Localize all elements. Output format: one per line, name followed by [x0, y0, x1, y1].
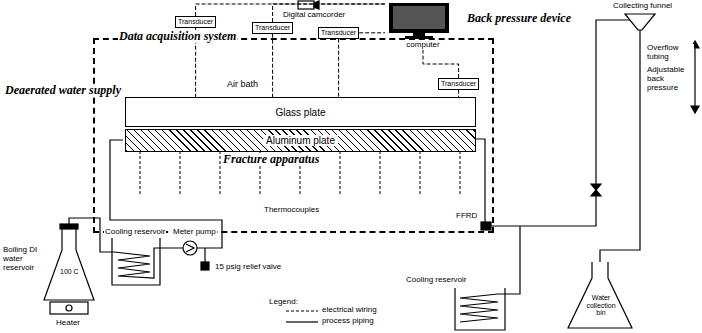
transducer-box: Transducer [318, 27, 359, 39]
node-label: Transducer [321, 29, 356, 37]
legend-text: process piping [322, 317, 374, 326]
part-label: Thermocouples [263, 206, 320, 215]
electrical-wire [458, 90, 459, 97]
section-title: Deaerated water supply [4, 84, 122, 97]
part-label: Boiling DI water reservoir [2, 246, 50, 272]
section-title: Data acquisition system [118, 30, 237, 43]
part-label: Heater [55, 319, 81, 328]
computer-monitor: computer [385, 2, 461, 50]
part-label: Digital camcorder [282, 11, 346, 20]
node-label: Air bath [225, 80, 260, 90]
legend-title: Legend: [268, 298, 299, 307]
part-label: Adjustable back pressure [646, 66, 694, 92]
node-label: Transducer [441, 80, 476, 88]
part-label: 15 psig relief valve [214, 263, 282, 272]
node-label: Aluminum plate [263, 135, 338, 146]
monitor-icon [385, 2, 453, 40]
part-label: Overflow tubing [646, 44, 694, 62]
node-label: Transducer [255, 24, 290, 32]
part-label: Meter pump [172, 228, 217, 237]
electrical-wire [423, 50, 459, 78]
legend-text: electrical wiring [322, 306, 377, 315]
electrical-wire [273, 4, 385, 22]
aluminum-plate: Aluminum plate [125, 129, 476, 152]
transducer-box: Transducer [438, 78, 479, 90]
transducer-box: Transducer [252, 22, 293, 34]
electrical-wire [272, 34, 273, 97]
part-label: Cooling reservoir [405, 276, 467, 285]
electrical-wire [359, 32, 385, 33]
section-title: Back pressure device [466, 12, 572, 25]
section-title: Fracture apparatus [222, 153, 320, 166]
part-label: Collecting funnel [612, 2, 673, 11]
glass-plate: Glass plate [125, 97, 476, 127]
part-label: Water collection bin [580, 294, 622, 317]
electrical-wire [338, 39, 339, 97]
node-label: Glass plate [275, 107, 325, 118]
part-label: FFRD [455, 212, 478, 221]
part-label: Cooling reservoir [104, 228, 166, 237]
part-label: 100 C [59, 268, 80, 276]
air-bath-box: Air bathGlass plateAluminum plate [93, 38, 494, 233]
transducer-box: Transducer [175, 16, 216, 28]
node-label: Transducer [178, 18, 213, 26]
node-label: computer [385, 41, 461, 50]
